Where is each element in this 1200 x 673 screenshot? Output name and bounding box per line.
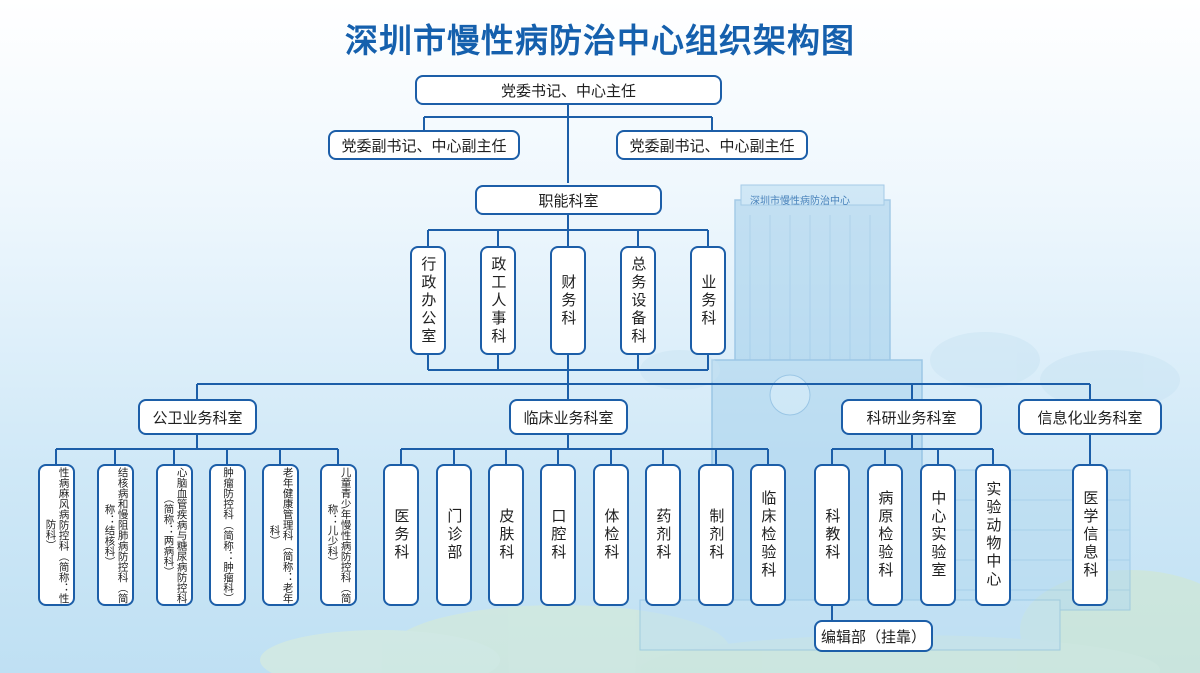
clinical-unit-preparation: 制剂科 — [698, 464, 734, 606]
clinical-unit-lab: 临床检验科 — [750, 464, 786, 606]
ph-unit-youth: 儿童青少年慢性病防控科（简称：儿少科） — [320, 464, 357, 606]
director-box: 党委书记、中心主任 — [415, 75, 722, 105]
clinical-unit-physical-exam: 体检科 — [593, 464, 629, 606]
division-public-health: 公卫业务科室 — [138, 399, 257, 435]
clinical-unit-dermatology: 皮肤科 — [488, 464, 524, 606]
ph-unit-std-leprosy: 性病麻风病防控科（简称：性防科） — [38, 464, 75, 606]
functional-unit-admin-office: 行政办公室 — [410, 246, 446, 355]
research-unit-animal-center: 实验动物中心 — [975, 464, 1011, 606]
division-research: 科研业务科室 — [841, 399, 982, 435]
ph-unit-elderly: 老年健康管理科（简称：老年科） — [262, 464, 299, 606]
informatics-unit-medical-info: 医学信息科 — [1072, 464, 1108, 606]
deputy-director-left-box: 党委副书记、中心副主任 — [328, 130, 520, 160]
clinical-unit-outpatient: 门诊部 — [436, 464, 472, 606]
division-clinical: 临床业务科室 — [509, 399, 628, 435]
functional-unit-business: 业务科 — [690, 246, 726, 355]
functional-unit-finance: 财务科 — [550, 246, 586, 355]
functional-departments-box: 职能科室 — [475, 185, 662, 215]
functional-unit-general-affairs: 总务设备科 — [620, 246, 656, 355]
research-sub-unit-editorial: 编辑部（挂靠） — [814, 620, 933, 652]
functional-unit-personnel: 政工人事科 — [480, 246, 516, 355]
clinical-unit-medical-affairs: 医务科 — [383, 464, 419, 606]
building-sign: 深圳市慢性病防治中心 — [750, 194, 850, 207]
clinical-unit-dental: 口腔科 — [540, 464, 576, 606]
research-unit-pathogen-lab: 病原检验科 — [867, 464, 903, 606]
chart-title: 深圳市慢性病防治中心组织架构图 — [345, 21, 855, 60]
research-unit-central-lab: 中心实验室 — [920, 464, 956, 606]
deputy-director-right-box: 党委副书记、中心副主任 — [616, 130, 808, 160]
ph-unit-tb-copd: 结核病和慢阻肺病防控科（简称：结核科） — [97, 464, 134, 606]
division-informatics: 信息化业务科室 — [1018, 399, 1162, 435]
clinical-unit-pharmacy: 药剂科 — [645, 464, 681, 606]
ph-unit-cardio-diabetes: 心脑血管疾病与糖尿病防控科（简称：两病科） — [156, 464, 193, 606]
research-unit-education: 科教科 — [814, 464, 850, 606]
ph-unit-tumor: 肿瘤防控科（简称：肿瘤科） — [209, 464, 246, 606]
